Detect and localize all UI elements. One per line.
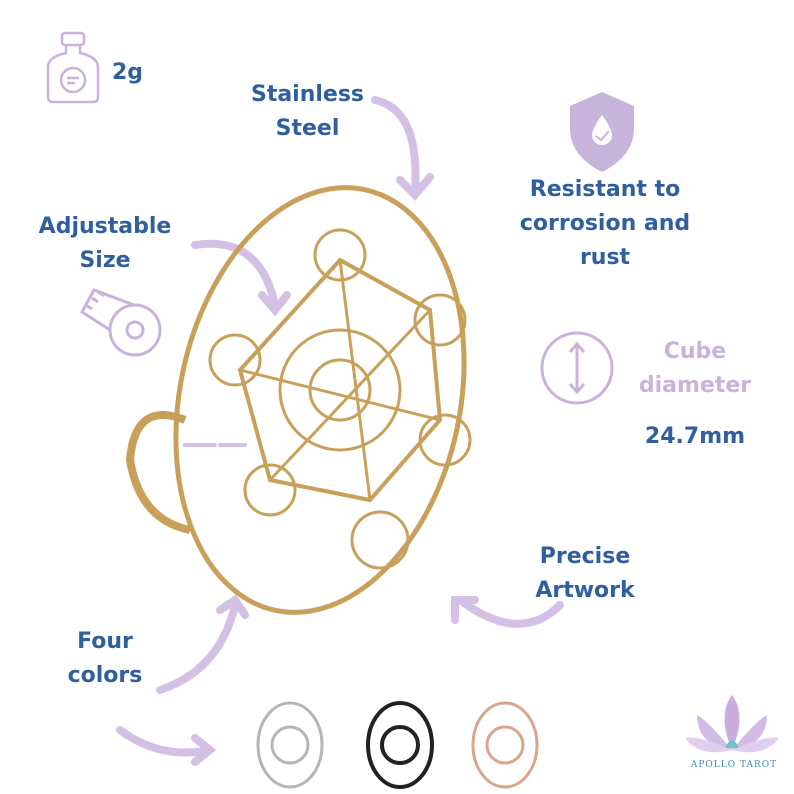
variant-black-ring bbox=[366, 701, 434, 789]
variant-rose-gold-ring bbox=[471, 701, 539, 789]
resistant-line: rust bbox=[579, 245, 631, 270]
adjustable-line: Adjustable bbox=[38, 214, 172, 239]
artwork-line: Precise bbox=[539, 544, 631, 569]
resistant-label: Resistant to corrosion and rust bbox=[505, 173, 705, 275]
pointer-arrows bbox=[116, 96, 564, 766]
adjustable-label: Adjustable Size bbox=[35, 210, 175, 278]
measuring-tape-icon bbox=[80, 288, 162, 357]
weight-value: 2g bbox=[112, 60, 144, 85]
colors-line: colors bbox=[67, 663, 143, 688]
colors-label: Four colors bbox=[55, 625, 155, 693]
material-line: Stainless bbox=[250, 82, 365, 107]
shield-check-icon bbox=[570, 92, 634, 172]
resistant-line: Resistant to bbox=[529, 177, 681, 202]
diameter-line: diameter bbox=[638, 373, 752, 398]
colors-line: Four bbox=[77, 629, 133, 654]
vertical-arrows-icon bbox=[540, 331, 614, 405]
artwork-label: Precise Artwork bbox=[525, 540, 645, 608]
diameter-label: Cube diameter bbox=[630, 335, 760, 403]
material-line: Steel bbox=[275, 116, 340, 141]
apollo-tarot-logo bbox=[685, 695, 779, 753]
main-ring-image bbox=[125, 185, 472, 615]
diameter-value: 24.7mm bbox=[644, 424, 746, 449]
variant-silver-ring bbox=[256, 701, 324, 789]
material-label: Stainless Steel bbox=[245, 78, 370, 146]
resistant-line: corrosion and bbox=[519, 211, 691, 236]
adjustable-line: Size bbox=[79, 248, 131, 273]
logo-text: APOLLO TAROT bbox=[690, 760, 778, 770]
weight-bottle-icon bbox=[46, 31, 100, 104]
artwork-line: Artwork bbox=[535, 578, 635, 603]
diameter-line: Cube bbox=[663, 339, 727, 364]
